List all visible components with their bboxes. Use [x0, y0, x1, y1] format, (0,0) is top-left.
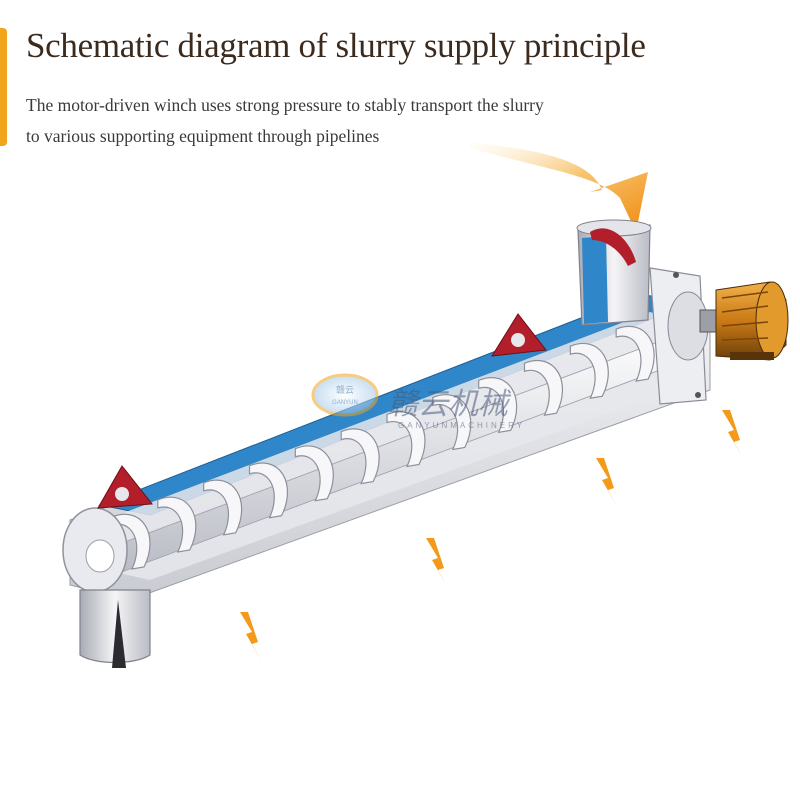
- screw-flight: [294, 445, 334, 502]
- description: The motor-driven winch uses strong press…: [26, 90, 686, 152]
- screw-flight: [478, 377, 518, 434]
- screw-flight: [432, 394, 472, 451]
- motor-icon: [699, 281, 789, 361]
- screw-flight: [615, 325, 655, 382]
- bracket-icon: [97, 465, 153, 509]
- right-flange: [649, 267, 709, 405]
- description-line-2: to various supporting equipment through …: [26, 126, 380, 146]
- bracket-icon: [491, 313, 547, 357]
- watermark-brand-cn: 赣云机械: [388, 387, 512, 422]
- left-end-cap: [62, 507, 128, 593]
- watermark-badge-cn: 赣云: [336, 384, 354, 396]
- feed-arrow-icon: [470, 142, 648, 232]
- zigzag-arrow-icon: [596, 458, 618, 508]
- page-title: Schematic diagram of slurry supply princ…: [26, 26, 646, 65]
- screw-flight: [203, 479, 243, 536]
- screw-flights: [111, 308, 701, 570]
- watermark: 赣云 GANYUN 赣云机械 GANYUNMACHINERY: [311, 373, 525, 430]
- feed-inlet-pipe: [576, 219, 652, 326]
- screw-flight: [523, 360, 564, 417]
- screw-flight: [248, 462, 289, 519]
- screw-flight: [111, 513, 151, 570]
- watermark-brand-en: GANYUNMACHINERY: [398, 421, 525, 430]
- discharge-pipe: [79, 589, 151, 668]
- zigzag-arrow-icon: [240, 612, 262, 662]
- screw-flight: [569, 342, 609, 399]
- screw-flight: [386, 411, 426, 468]
- watermark-badge-en: GANYUN: [332, 400, 358, 406]
- zigzag-arrow-icon: [722, 410, 744, 460]
- zigzag-arrow-icon: [426, 538, 448, 588]
- screw-flight: [157, 496, 197, 553]
- accent-bar: [0, 28, 7, 146]
- description-line-1: The motor-driven winch uses strong press…: [26, 95, 544, 115]
- screw-flight: [340, 428, 380, 485]
